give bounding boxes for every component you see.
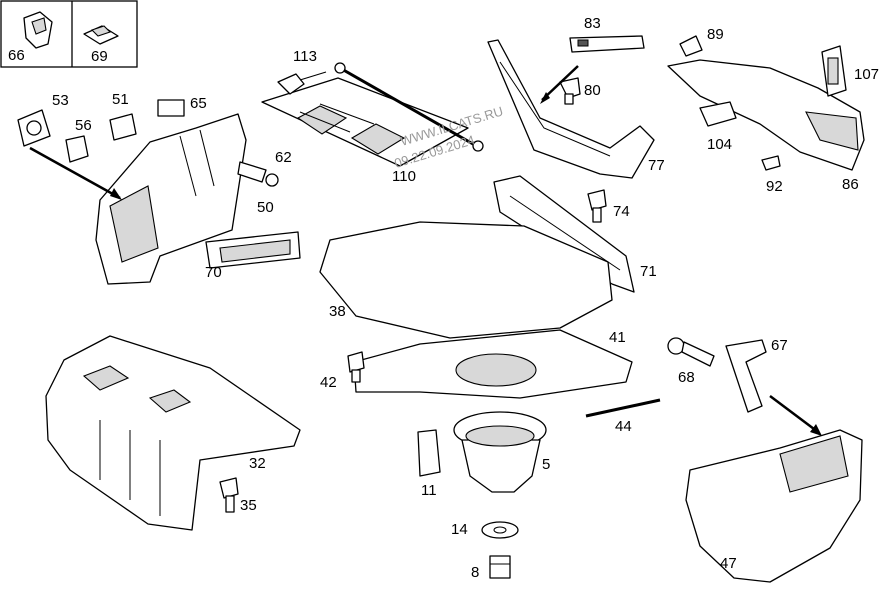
tray-70 <box>205 231 301 269</box>
net-rod <box>339 66 481 150</box>
callout-69[interactable]: 69 <box>91 48 108 65</box>
fastener-62 <box>237 161 279 187</box>
arrow-67-head <box>810 424 822 436</box>
callout-74[interactable]: 74 <box>613 203 630 220</box>
bolt-8 <box>489 555 511 579</box>
callout-66[interactable]: 66 <box>8 47 25 64</box>
callout-11[interactable]: 11 <box>421 482 437 499</box>
callout-50[interactable]: 50 <box>257 199 274 216</box>
callout-51[interactable]: 51 <box>112 91 129 108</box>
arrow-80 <box>541 65 579 101</box>
callout-113[interactable]: 113 <box>293 48 317 65</box>
arrow-67 <box>769 395 819 433</box>
cargo-net-110 <box>261 62 484 167</box>
strap-44 <box>585 398 661 418</box>
side-liner-47 <box>685 429 863 583</box>
callout-65[interactable]: 65 <box>190 95 207 112</box>
callout-53[interactable]: 53 <box>52 92 69 109</box>
clip-104 <box>699 101 737 127</box>
callout-8[interactable]: 8 <box>471 564 479 581</box>
clip-80 <box>559 77 581 105</box>
callout-14[interactable]: 14 <box>451 521 468 538</box>
side-trim-50 <box>95 113 247 285</box>
callout-83[interactable]: 83 <box>584 15 601 32</box>
clip-69-shape <box>83 25 119 45</box>
callout-35[interactable]: 35 <box>240 497 257 514</box>
callout-41[interactable]: 41 <box>609 329 626 346</box>
callout-47[interactable]: 47 <box>720 555 737 572</box>
arrow-80-head <box>540 92 550 104</box>
callout-42[interactable]: 42 <box>320 374 337 391</box>
callout-110[interactable]: 110 <box>392 168 416 185</box>
callout-70[interactable]: 70 <box>205 264 222 281</box>
clip-66-shape <box>23 11 53 49</box>
trim-panel-77 <box>487 39 655 179</box>
parcel-shelf-86 <box>667 59 865 171</box>
washer-14 <box>481 521 519 539</box>
callout-71[interactable]: 71 <box>640 263 657 280</box>
callout-67[interactable]: 67 <box>771 337 788 354</box>
clip-74 <box>587 189 607 223</box>
callout-86[interactable]: 86 <box>842 176 859 193</box>
hook-113 <box>277 71 327 95</box>
fastener-68 <box>667 337 715 367</box>
bolt-92 <box>761 155 781 171</box>
clip-56 <box>65 135 89 163</box>
callout-68[interactable]: 68 <box>678 369 695 386</box>
callout-89[interactable]: 89 <box>707 26 724 43</box>
callout-107[interactable]: 107 <box>854 66 879 83</box>
clip-42 <box>347 351 365 383</box>
cover-51 <box>109 113 137 141</box>
callout-56[interactable]: 56 <box>75 117 92 134</box>
callout-32[interactable]: 32 <box>249 455 266 472</box>
floor-mat-38 <box>319 221 613 339</box>
callout-104[interactable]: 104 <box>707 136 732 153</box>
rear-panel-32 <box>45 335 301 531</box>
callouts: 66 69 113 110 83 80 77 89 107 104 92 86 … <box>8 15 879 581</box>
callout-5[interactable]: 5 <box>542 456 550 473</box>
handle-53 <box>17 109 51 147</box>
callout-77[interactable]: 77 <box>648 157 665 174</box>
callout-92[interactable]: 92 <box>766 178 783 195</box>
label-83 <box>569 35 645 53</box>
callout-38[interactable]: 38 <box>329 303 346 320</box>
callout-80[interactable]: 80 <box>584 82 601 99</box>
clip-89 <box>679 35 703 57</box>
arrow-53-head <box>110 188 122 200</box>
pad-11 <box>417 429 441 477</box>
wheel-well-5 <box>453 411 547 493</box>
plate-65 <box>157 99 185 117</box>
bracket-67 <box>725 339 767 413</box>
floor-panel-41 <box>353 329 633 399</box>
bracket-107 <box>821 45 847 97</box>
callout-44[interactable]: 44 <box>615 418 632 435</box>
callout-62[interactable]: 62 <box>275 149 292 166</box>
arrow-53 <box>29 146 121 200</box>
clip-35 <box>219 477 239 513</box>
inset-boxes <box>0 0 138 68</box>
